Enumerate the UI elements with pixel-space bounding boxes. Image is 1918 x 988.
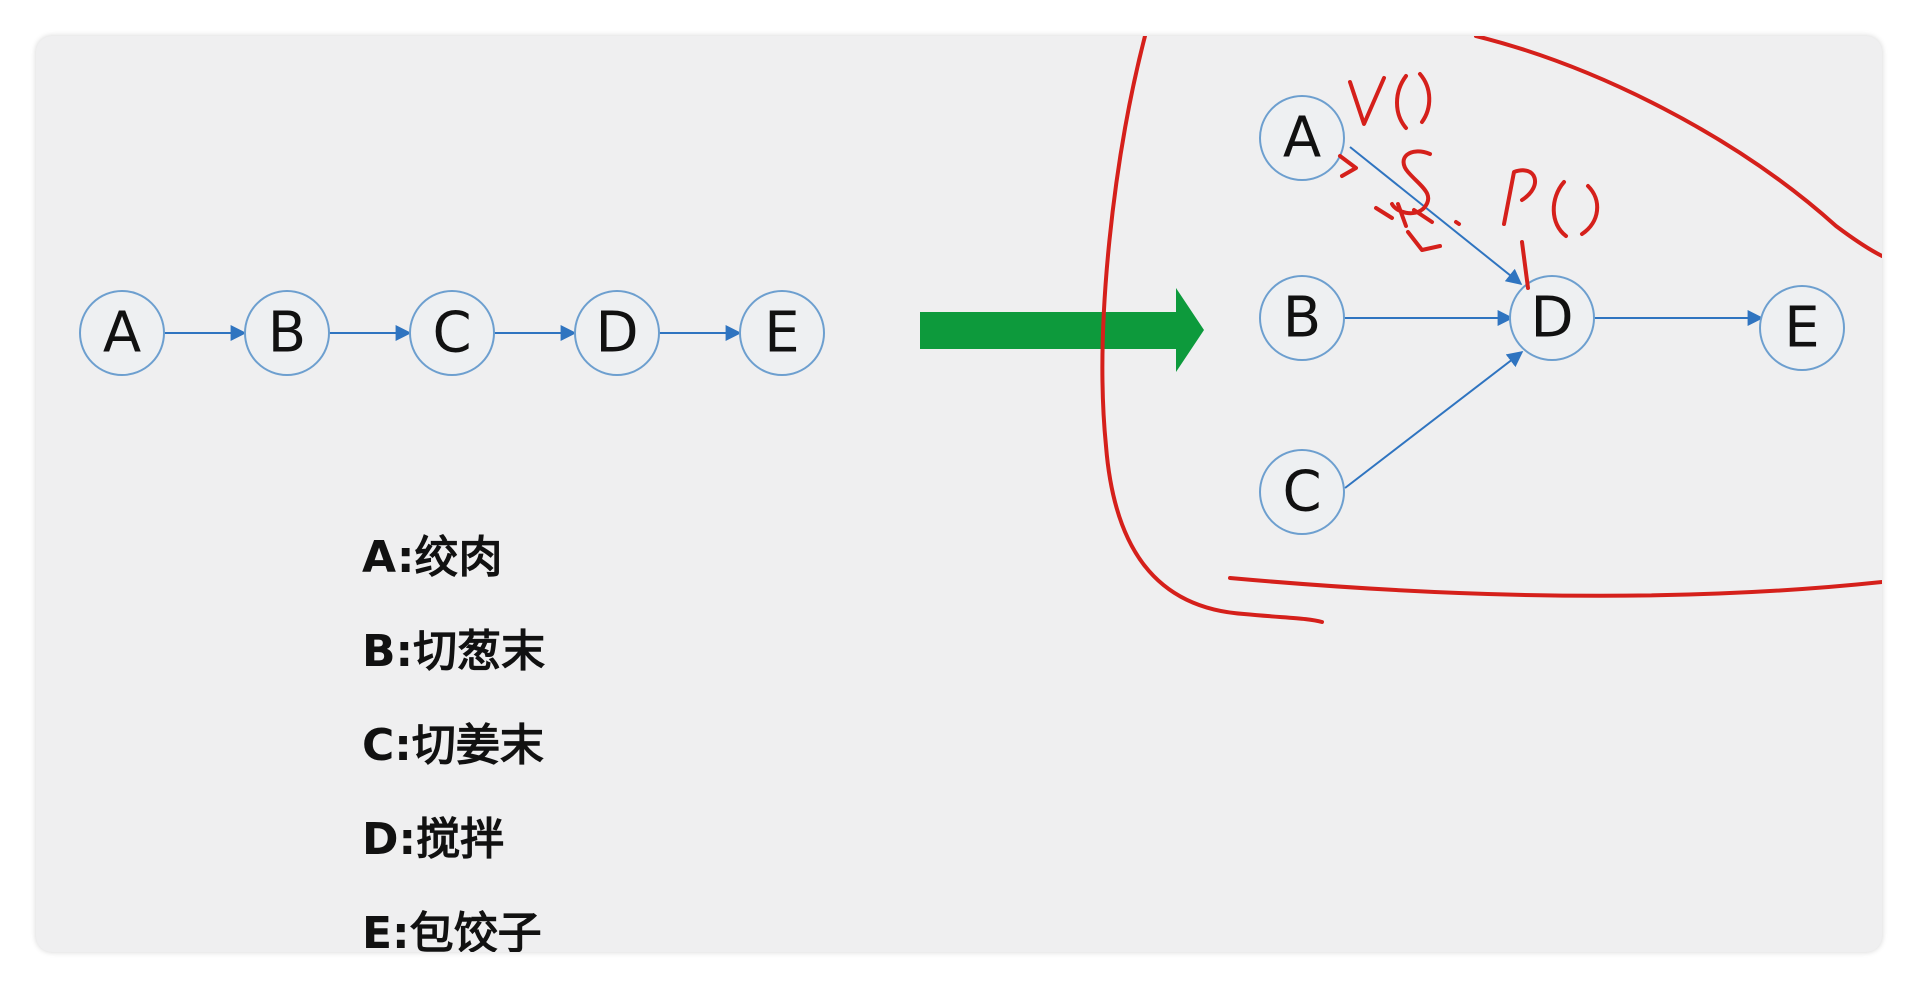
node-right-b: B bbox=[1259, 275, 1345, 361]
svg-text:C: C bbox=[432, 301, 471, 366]
svg-text:A: A bbox=[103, 301, 141, 366]
legend-item-a: A:绞肉 bbox=[362, 532, 503, 583]
svg-text:E: E bbox=[1784, 296, 1819, 361]
ink-scribble-3 bbox=[1406, 230, 1442, 252]
svg-text:C: C bbox=[1282, 460, 1321, 525]
svg-text:D: D bbox=[595, 301, 638, 366]
node-left-c: C bbox=[409, 290, 495, 376]
slide-frame: A B C D E bbox=[36, 36, 1882, 952]
legend-list: A:绞肉 B:切葱末 C:切姜末 D:搅拌 E:包饺子 bbox=[362, 511, 545, 952]
red-ink-annotations bbox=[1100, 36, 1882, 624]
svg-text:B: B bbox=[268, 301, 306, 366]
edge-a-d bbox=[1349, 146, 1523, 286]
ink-paren-open bbox=[1395, 74, 1408, 130]
right-graph-edges bbox=[1344, 146, 1764, 489]
node-left-a: A bbox=[79, 290, 165, 376]
right-graph: A B C D E bbox=[1259, 95, 1845, 535]
ink-scribble-1 bbox=[1338, 154, 1358, 178]
edge-c-d bbox=[1344, 351, 1524, 489]
ink-p-mark bbox=[1502, 168, 1537, 226]
legend-item-b: B:切葱末 bbox=[362, 626, 546, 677]
ink-s-mark bbox=[1390, 149, 1432, 216]
node-left-b: B bbox=[244, 290, 330, 376]
diagram-canvas: A B C D E bbox=[79, 36, 1882, 624]
ink-p-paren bbox=[1551, 180, 1599, 238]
svg-text:E: E bbox=[764, 301, 799, 366]
ink-v-mark bbox=[1348, 76, 1386, 126]
legend-item-d: D:搅拌 bbox=[362, 814, 505, 865]
svg-text:B: B bbox=[1283, 286, 1321, 351]
big-right-arrow-icon bbox=[920, 288, 1204, 372]
legend-item-c: C:切姜末 bbox=[362, 720, 544, 771]
legend-item-e: E:包饺子 bbox=[362, 908, 542, 952]
node-right-d: D bbox=[1509, 275, 1595, 361]
ink-scribble-2 bbox=[1374, 202, 1434, 228]
node-right-a: A bbox=[1259, 95, 1345, 181]
svg-text:A: A bbox=[1283, 106, 1321, 171]
node-left-d: D bbox=[574, 290, 660, 376]
ink-enclosing-loop bbox=[1100, 36, 1324, 624]
svg-text:D: D bbox=[1530, 286, 1573, 351]
node-right-c: C bbox=[1259, 449, 1345, 535]
node-left-e: E bbox=[739, 290, 825, 376]
left-chain: A B C D E bbox=[79, 290, 825, 376]
node-right-e: E bbox=[1759, 285, 1845, 371]
ink-tick bbox=[1520, 240, 1530, 290]
ink-bottom-line bbox=[1228, 576, 1882, 598]
ink-top-arc bbox=[1474, 36, 1882, 258]
ink-dot bbox=[1454, 220, 1461, 226]
ink-paren-close bbox=[1418, 72, 1432, 124]
